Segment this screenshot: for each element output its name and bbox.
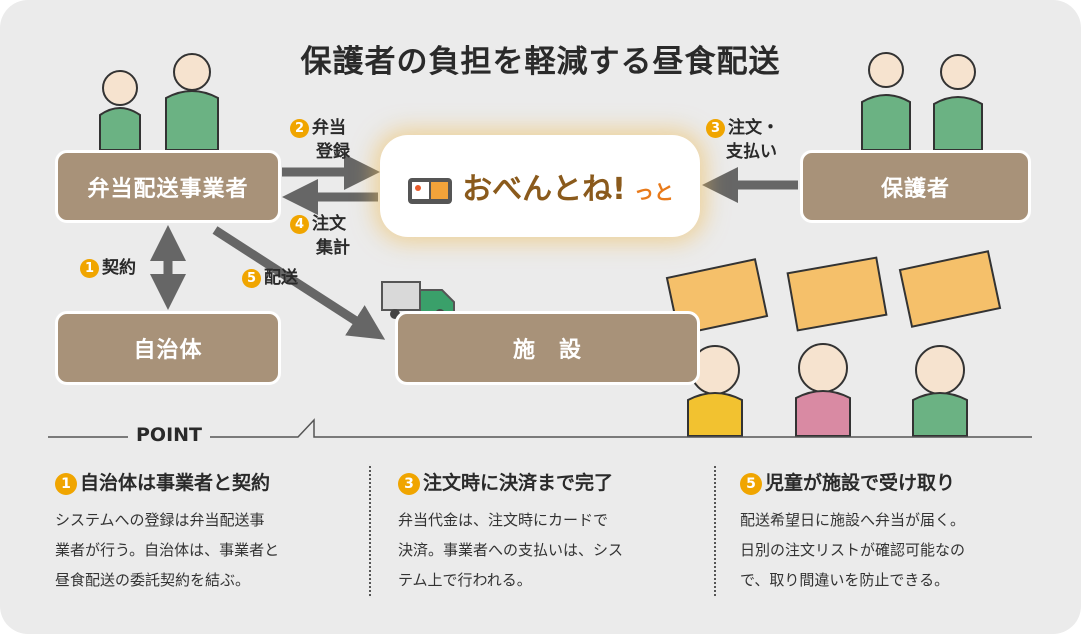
node-guardian: 保護者 [800,150,1031,223]
staff-illustration [99,53,219,151]
bento-box-icon [408,178,453,204]
node-facility: 施 設 [395,311,700,385]
node-municipality: 自治体 [55,311,281,385]
logo-main-text: おべんとね! [462,172,626,207]
children-illustration [665,250,1002,437]
guardians-illustration [861,52,983,151]
page-title: 保護者の負担を軽減する昼食配送 [300,44,781,80]
obentone-logo: おべんとね! っと [380,135,700,237]
point-heading: POINT [128,424,211,446]
column-divider [369,466,371,596]
arrow-delivery [212,226,386,340]
logo-sub-text: っと [633,179,674,204]
node-operator: 弁当配送事業者 [55,150,281,223]
column-divider [714,466,716,596]
point-divider [48,418,1032,438]
